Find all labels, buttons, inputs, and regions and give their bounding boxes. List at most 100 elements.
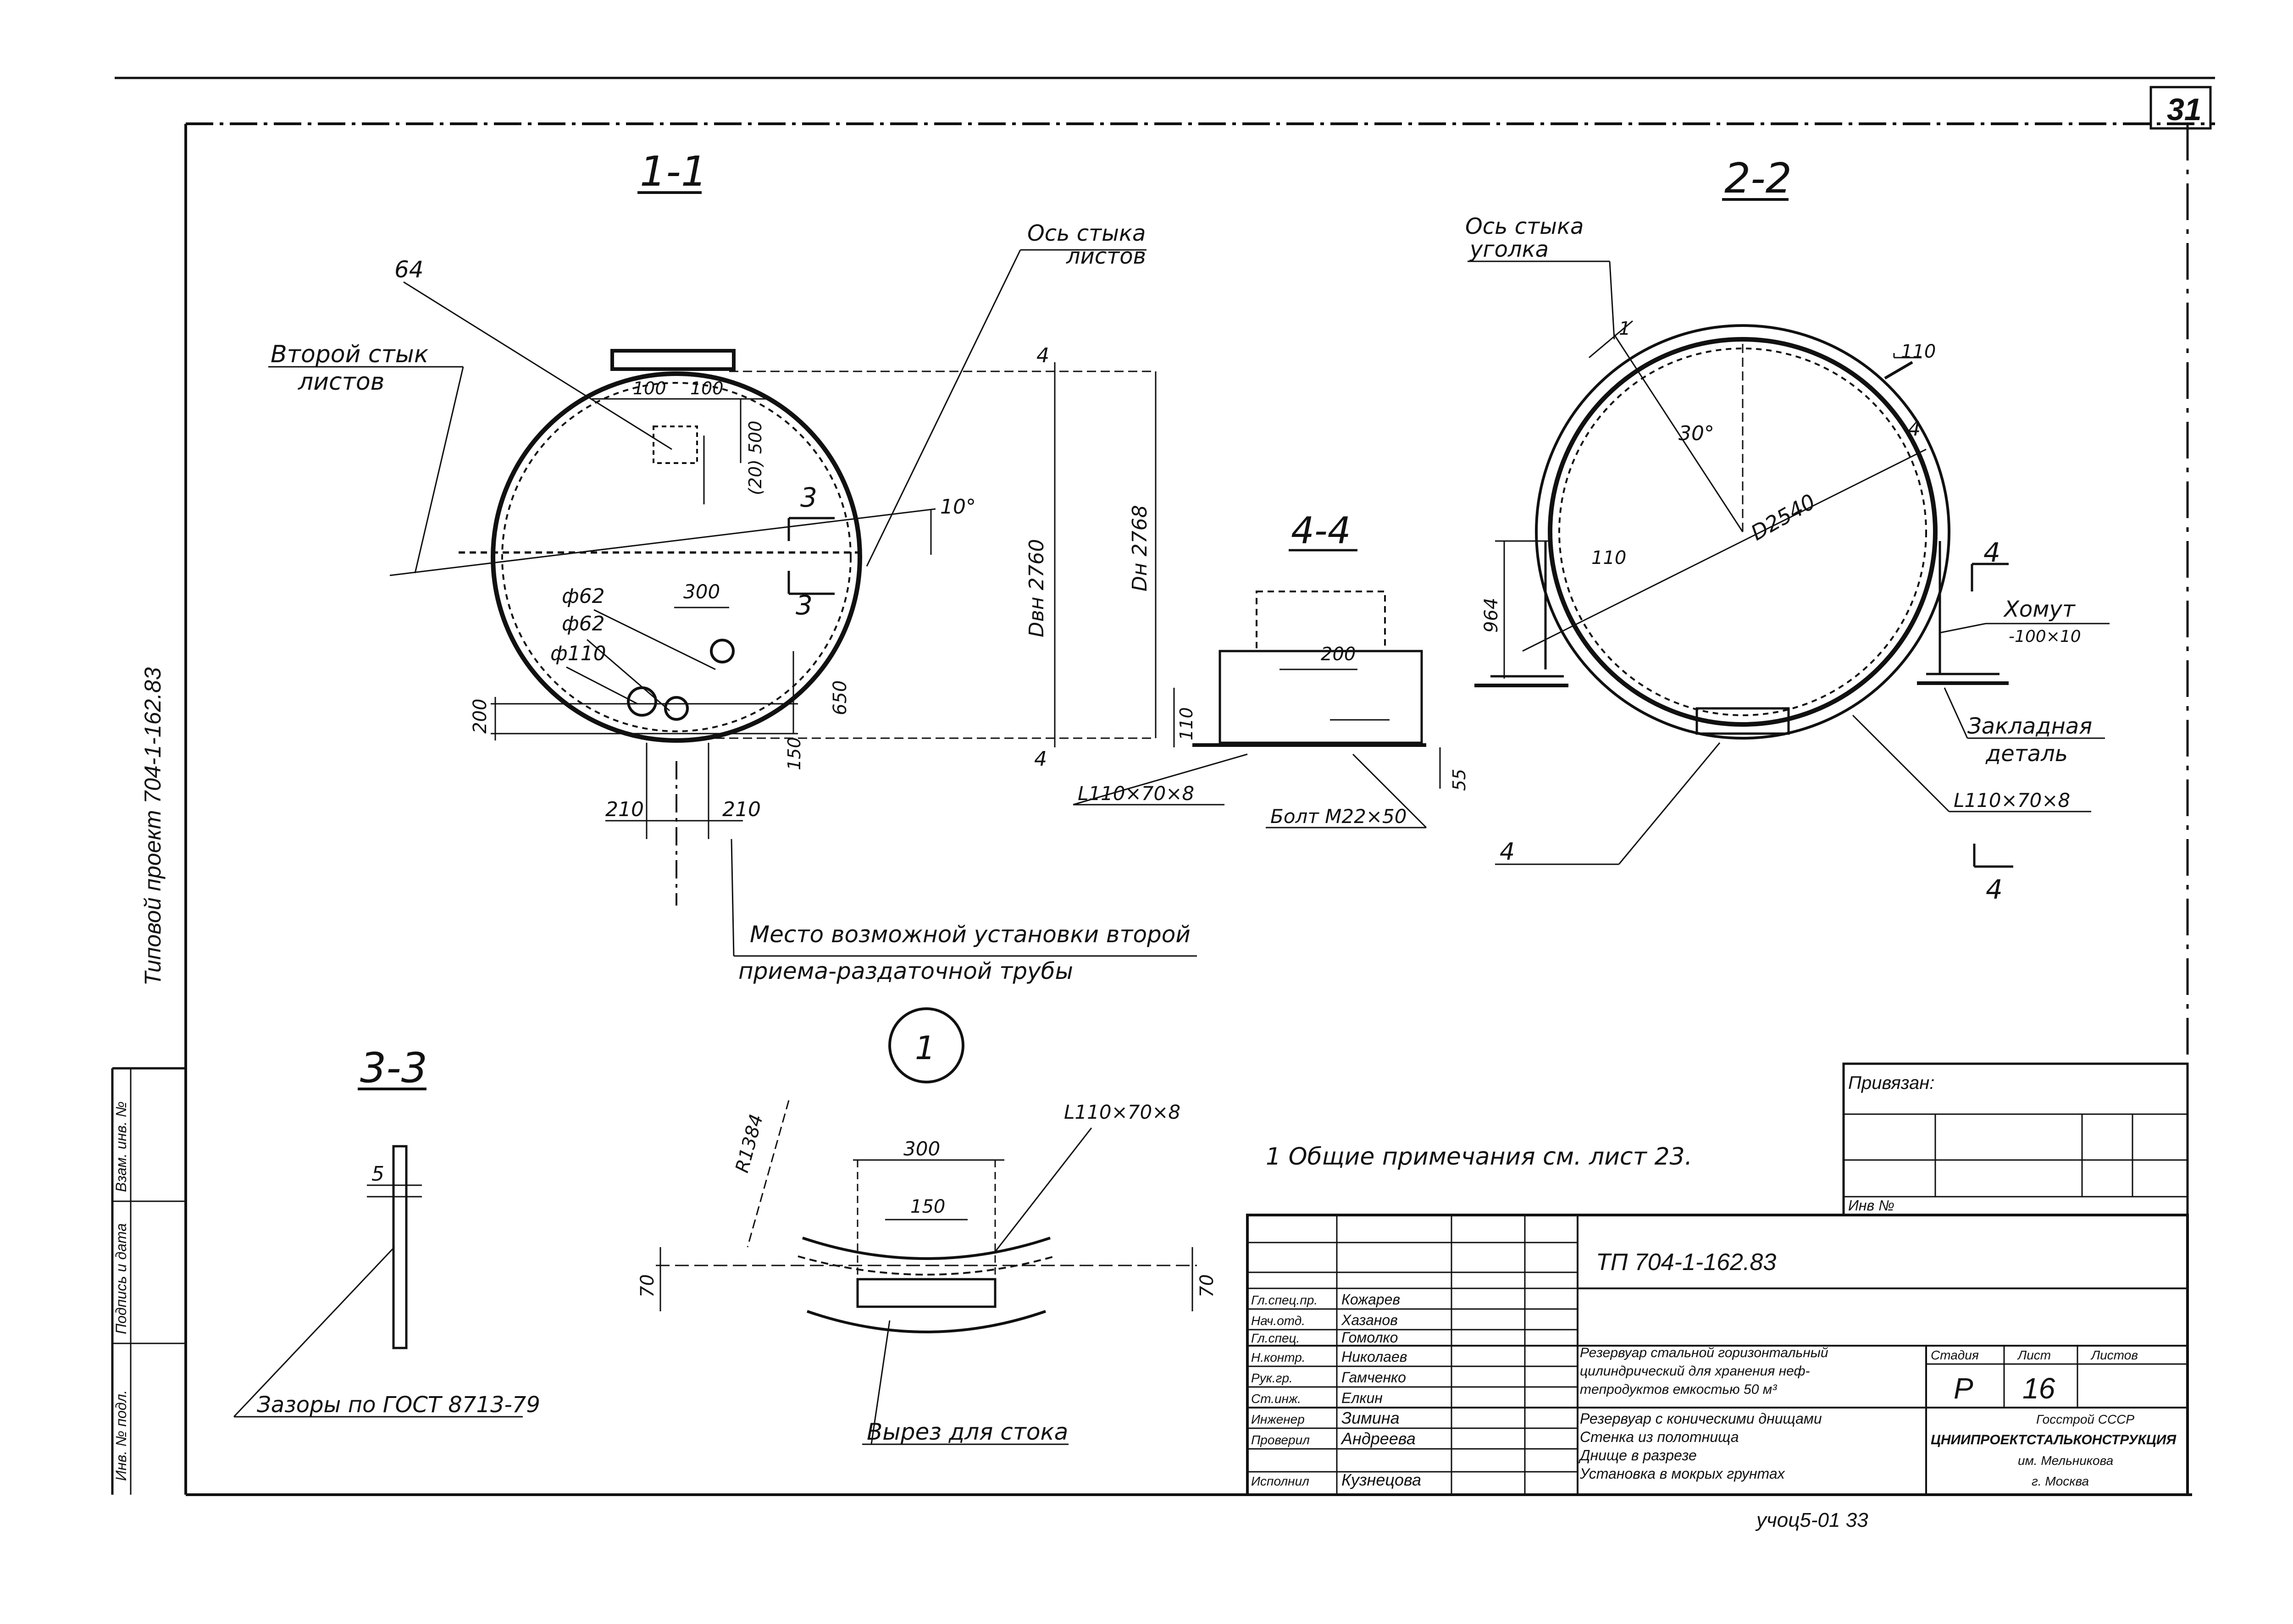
dim-100b: 100 [690,378,724,398]
dim-300: 300 [683,580,720,603]
head-sheet: Лист [2017,1348,2051,1362]
sheet-title-l1: Резервуар с коническими днищами [1580,1410,1822,1427]
role-4: Н.контр. [1251,1350,1306,1364]
note-joint-sheets-l1: Ось стыка [1027,221,1146,246]
role-9: Исполнил [1251,1474,1309,1488]
dim-55-4-4: 55 [1449,769,1469,791]
side-stamp: Типовой проект 704-1-162.83 Взам. инв. №… [112,667,186,1495]
note-angle-joint-l2: уголка [1469,237,1549,262]
org-l1: Госстрой СССР [2036,1412,2134,1426]
side-cell-3: Инв. № подл. [113,1390,129,1481]
note-second-pipe-l1: Место возможной установки второй [750,921,1191,948]
dim-964: 964 [1481,598,1502,633]
side-vertical-text: Типовой проект 704-1-162.83 [140,667,166,986]
dim-150: 150 [784,737,804,770]
name-5: Гамченко [1341,1369,1406,1386]
name-8: Андреева [1340,1429,1416,1448]
org-l3: им. Мельникова [2018,1453,2113,1468]
tank-shell-2-2 [1548,337,1938,727]
view-3-3: 3-3 5 Зазоры по ГОСТ 8713-79 [233,1044,540,1418]
bottom-inventory: учоц5-01 33 [1755,1509,1868,1531]
tank-shell-1-1 [491,371,862,743]
note-embed-l1: Закладная [1967,713,2092,739]
view-4-4: 4-4 200 110 55 L110×70×8 Болт М22×50 [1073,509,1469,829]
note-angle-joint-l1: Ось стыка [1465,214,1584,239]
detail-1: 1 300 150 R1384 70 70 L110×70×8 Вырез дл… [637,1007,1218,1445]
dim-d2540: D2540 [1747,489,1820,546]
dim-650: 650 [830,680,851,715]
note-clamp-l1: Хомут [2003,597,2076,622]
dim-5-3-3: 5 [371,1162,384,1186]
note-second-pipe-l2: приема-раздаточной трубы [738,958,1073,984]
binding-label: Привязан: [1848,1073,1934,1093]
sheet-title-l4: Установка в мокрых грунтах [1579,1465,1785,1482]
side-cell-2: Подпись и дата [113,1223,129,1334]
view-4-4-title: 4-4 [1291,509,1351,552]
head-stage: Стадия [1931,1348,1979,1362]
mark-4-leader: 4 [1500,838,1515,866]
detail-radius: R1384 [731,1112,767,1175]
detail-1-mark: 1 [915,1029,936,1067]
dim-4b: 4 [1034,747,1047,771]
view-2-2-title: 2-2 [1724,155,1792,203]
name-4: Николаев [1341,1348,1407,1365]
dim-200: 200 [470,699,491,734]
role-6: Ст.инж. [1251,1392,1301,1406]
doc-code: ТП 704-1-162.83 [1596,1249,1776,1276]
detail-angle: L110×70×8 [1064,1101,1180,1123]
dim-10deg: 10° [940,495,976,519]
dim-4a: 4 [1036,344,1049,367]
embed-plate-4-4 [1219,650,1423,744]
role-3: Гл.спец. [1251,1331,1300,1345]
name-9: Кузнецова [1341,1470,1421,1489]
sec3-bottom: 3 [796,590,813,621]
org-l4: г. Москва [2032,1474,2089,1488]
list-number: 16 [2022,1372,2055,1405]
view-1-1: 1-1 3 3 [268,148,1197,984]
role-7: Инженер [1251,1412,1305,1426]
bolt-4-4: Болт М22×50 [1270,805,1407,828]
title-block: ТП 704-1-162.83 Гл.спец.пр. Нач.отд. Гл.… [1246,1214,2189,1496]
dim-210a: 210 [605,798,644,821]
stage-value: Р [1954,1372,1973,1405]
note-gaps: Зазоры по ГОСТ 8713-79 [257,1392,540,1418]
dim-120: (20) [745,459,765,495]
note-joint-sheets-l2: листов [1066,243,1146,269]
dim-110-left: 110 [1591,547,1626,569]
role-5: Рук.гр. [1251,1371,1293,1385]
dim-1: 1 [1619,318,1630,339]
manhole-cover [610,349,736,371]
name-6: Елкин [1341,1390,1383,1406]
weld-plate-3-3 [392,1145,408,1349]
pipe-62a [664,696,689,721]
sec4-mark-top: 4 [1983,537,2000,568]
note-embed-l2: деталь [1985,741,2068,767]
detail-1-circle [888,1007,964,1083]
dim-500: 500 [745,420,765,454]
sec3-top: 3 [800,482,817,513]
view-2-2: 2-2 4 4 [1465,155,2110,905]
sheet-number: 31 [2167,92,2202,127]
dim-100a: 100 [633,378,666,398]
dim-110-top: 110 [1901,341,1936,362]
detail-dim-70a: 70 [637,1274,658,1298]
role-1: Гл.спец.пр. [1251,1293,1318,1307]
callout-64: 64 [394,256,424,283]
dim-210b: 210 [722,798,761,821]
dim-110-4-4: 110 [1176,707,1196,740]
detail-dim-70b: 70 [1196,1274,1218,1298]
dim-phi62a: ф62 [562,585,605,608]
description-l2: цилиндрический для хранения неф- [1580,1364,1810,1379]
dim-dvn: Dвн 2760 [1025,539,1048,637]
dim-phi62b: ф62 [562,612,605,635]
head-sheets: Листов [2090,1348,2138,1362]
name-2: Хазанов [1341,1312,1398,1328]
name-1: Кожарев [1341,1291,1400,1308]
detail-drain-note: Вырез для стока [867,1419,1068,1445]
view-1-1-title: 1-1 [640,148,707,196]
angle-2-2: L110×70×8 [1954,789,2070,812]
sheet-number-box: 31 [2149,86,2212,130]
dim-4-shell: 4 [1908,417,1921,441]
name-3: Гомолко [1341,1329,1398,1346]
